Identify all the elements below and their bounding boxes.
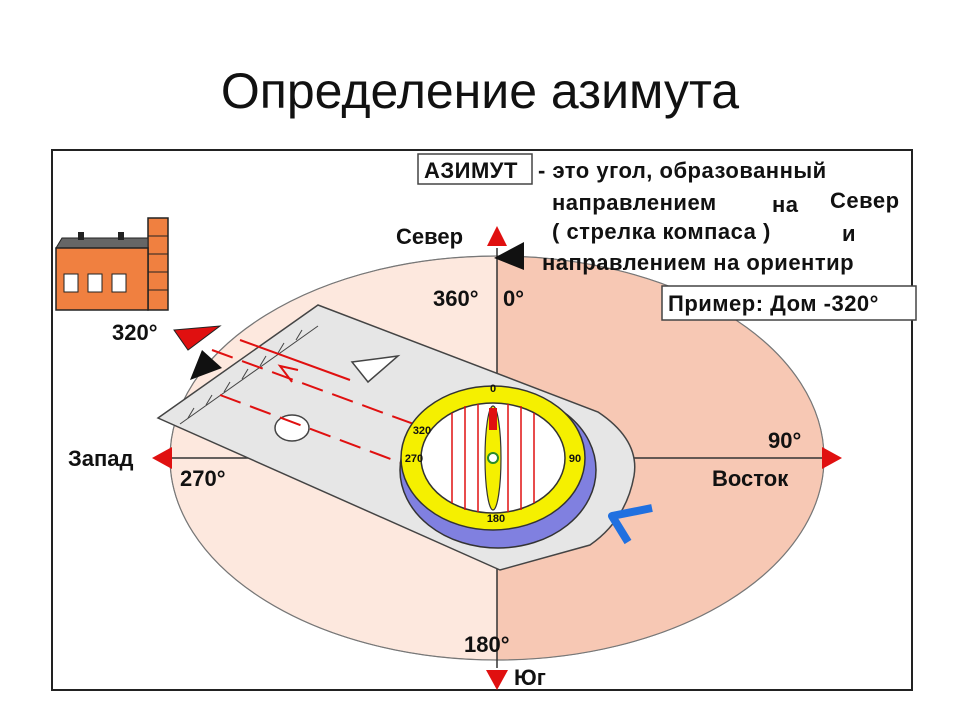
azimuth-320-arrow-red	[173, 325, 222, 351]
slide-title: Определение азимута	[220, 63, 740, 119]
definition-line3: ( стрелка компаса )	[552, 219, 771, 244]
bezel-label-0: 0	[490, 383, 496, 395]
label-west: Запад	[68, 446, 134, 471]
house-direction-arrow	[190, 350, 222, 380]
definition-line3b: и	[842, 221, 856, 246]
north-arrowhead	[487, 226, 507, 246]
north-pointer-arrow	[494, 242, 524, 270]
bezel-label-270: 270	[405, 453, 423, 465]
bezel-label-180: 180	[487, 513, 505, 525]
baseplate-ruler-edge	[179, 325, 319, 425]
label-0: 0°	[503, 286, 524, 311]
east-arrowhead	[822, 447, 842, 469]
definition-term: АЗИМУТ	[424, 158, 518, 183]
direction-of-travel-lines	[211, 349, 431, 471]
definition-line4: направлением на ориентир	[542, 250, 854, 275]
definition-line2b: на	[772, 192, 799, 217]
west-arrowhead	[152, 447, 172, 469]
compass-needle-north-tip	[489, 408, 497, 430]
travel-arrow-shaft	[239, 339, 351, 381]
label-east: Восток	[712, 466, 789, 491]
diagram-frame	[51, 149, 913, 691]
bezel-label-320: 320	[413, 425, 431, 437]
example-box	[661, 285, 917, 321]
label-320: 320°	[112, 320, 158, 345]
travel-arrow-head	[277, 364, 299, 383]
bezel-label-90: 90	[569, 453, 581, 465]
house-landmark	[55, 217, 169, 311]
label-180: 180°	[464, 632, 510, 657]
baseplate-hole	[274, 414, 310, 442]
example-text: Пример: Дом -320°	[668, 291, 879, 316]
definition-line1: - это угол, образованный	[538, 158, 827, 183]
definition-line2: направлением	[552, 190, 717, 215]
baseplate-ruler-ticks	[187, 329, 303, 419]
label-90: 90°	[768, 428, 801, 453]
definition-line2c: Север	[830, 188, 900, 213]
label-270: 270°	[180, 466, 226, 491]
south-arrowhead	[486, 670, 508, 690]
compass-pivot	[487, 452, 499, 464]
compass-meridian-lines	[451, 404, 535, 512]
label-360: 360°	[433, 286, 479, 311]
bezel-index-pointer	[608, 504, 653, 545]
baseplate-triangle-marker	[350, 354, 401, 384]
label-north: Север	[396, 224, 463, 249]
term-box	[417, 153, 533, 185]
label-south: Юг	[514, 665, 546, 690]
